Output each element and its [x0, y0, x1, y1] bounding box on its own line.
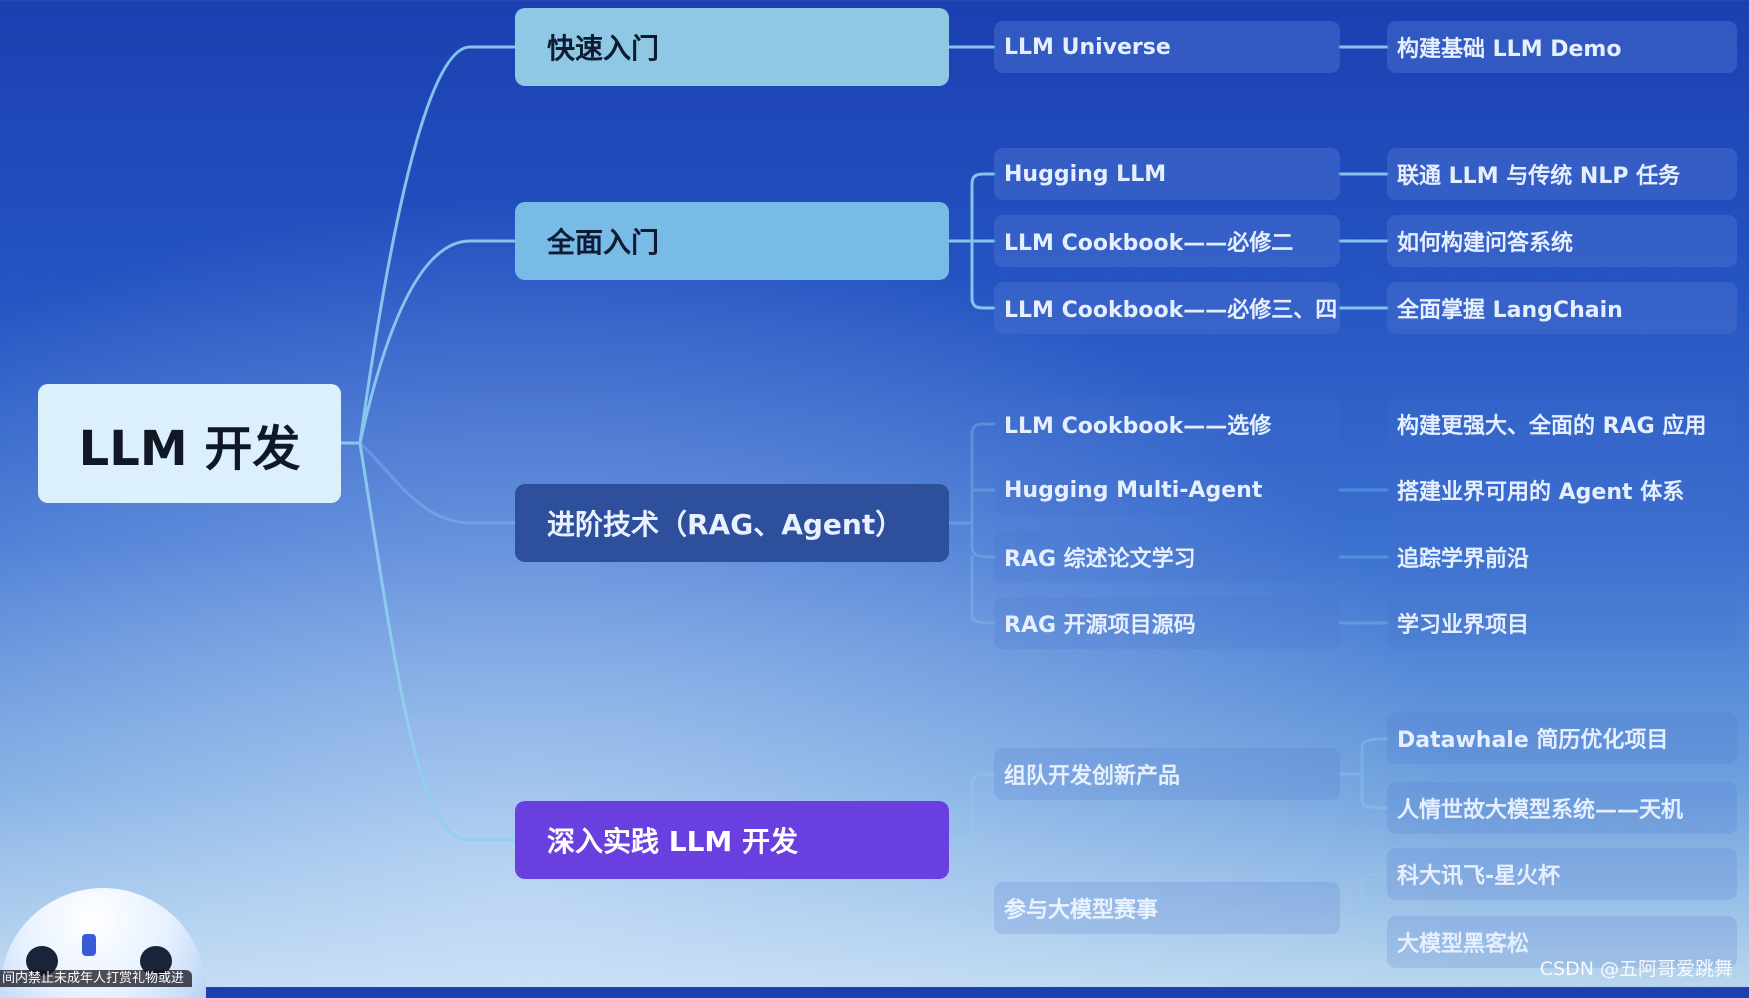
- branch-label: 进阶技术（RAG、Agent）: [547, 508, 904, 541]
- leaf-label: RAG 开源项目源码: [1004, 613, 1196, 638]
- outcome-label: 搭建业界可用的 Agent 体系: [1397, 480, 1685, 505]
- branch-label: 深入实践 LLM 开发: [547, 825, 799, 858]
- link-deep-out-2b: [1360, 906, 1389, 944]
- outcome-agent-system: 搭建业界可用的 Agent 体系: [1387, 464, 1737, 516]
- leaf-cookbook-elective: LLM Cookbook——选修: [994, 398, 1340, 450]
- outcome-nlp-tasks: 联通 LLM 与传统 NLP 任务: [1387, 148, 1737, 200]
- leaf-label: RAG 综述论文学习: [1004, 547, 1196, 572]
- outcome-hackathon: 大模型黑客松: [1387, 916, 1737, 968]
- outcome-label: 学习业界项目: [1397, 613, 1530, 638]
- leaf-cookbook-required-3-4: LLM Cookbook——必修三、四: [994, 282, 1340, 334]
- outcome-tianji-system: 人情世故大模型系统——天机: [1387, 782, 1737, 834]
- branch-deep-practice: 深入实践 LLM 开发: [515, 801, 949, 879]
- outcome-academic-frontier: 追踪学界前沿: [1387, 531, 1737, 583]
- outcome-label: 人情世故大模型系统——天机: [1397, 798, 1684, 823]
- link-deep-out-1a: [1338, 737, 1389, 776]
- outcome-label: Datawhale 简历优化项目: [1397, 728, 1669, 753]
- branch-quick-start: 快速入门: [515, 8, 949, 86]
- mascot-mark-icon: [82, 934, 96, 956]
- leaf-label: LLM Cookbook——必修二: [1004, 231, 1294, 256]
- stream-notice-banner: 间内禁止未成年人打赏礼物或进: [0, 970, 193, 987]
- leaf-hugging-llm: Hugging LLM: [994, 148, 1340, 200]
- outcome-label: 科大讯飞-星火杯: [1397, 864, 1561, 889]
- outcome-industry-projects: 学习业界项目: [1387, 597, 1737, 649]
- outcome-label: 追踪学界前沿: [1397, 547, 1530, 572]
- link-root-deep: [339, 441, 517, 842]
- link-root-full: [339, 239, 517, 445]
- leaf-label: LLM Cookbook——必修三、四: [1004, 298, 1338, 323]
- outcome-qa-system: 如何构建问答系统: [1387, 215, 1737, 267]
- link-deep-mid-1: [947, 772, 996, 842]
- leaf-rag-survey: RAG 综述论文学习: [994, 531, 1340, 583]
- leaf-label: Hugging LLM: [1004, 161, 1167, 187]
- link-adv-mid-3: [970, 521, 996, 559]
- branch-full-start: 全面入门: [515, 202, 949, 280]
- outcome-label: 联通 LLM 与传统 NLP 任务: [1397, 164, 1681, 189]
- root-node: LLM 开发: [38, 384, 341, 503]
- link-full-mid-3: [970, 239, 996, 310]
- leaf-label: LLM Cookbook——选修: [1004, 414, 1272, 439]
- outcome-label: 如何构建问答系统: [1397, 231, 1574, 256]
- outcome-langchain: 全面掌握 LangChain: [1387, 282, 1737, 334]
- link-root-quick: [339, 45, 517, 445]
- outcome-xinghuo-cup: 科大讯飞-星火杯: [1387, 848, 1737, 900]
- leaf-label: 组队开发创新产品: [1004, 764, 1181, 789]
- link-deep-out-1b: [1360, 772, 1389, 810]
- link-adv-mid-4: [970, 555, 996, 625]
- leaf-hugging-multi-agent: Hugging Multi-Agent: [994, 464, 1340, 516]
- root-label: LLM 开发: [78, 420, 301, 477]
- outcome-label: 大模型黑客松: [1397, 932, 1530, 957]
- csdn-watermark: CSDN @五阿哥爱跳舞: [1539, 958, 1733, 980]
- outcome-label: 全面掌握 LangChain: [1397, 298, 1623, 323]
- leaf-label: LLM Universe: [1004, 34, 1171, 60]
- leaf-rag-source-code: RAG 开源项目源码: [994, 597, 1340, 649]
- branch-label: 快速入门: [547, 32, 660, 65]
- leaf-competitions: 参与大模型赛事: [994, 882, 1340, 934]
- link-deep-mid-2: [970, 838, 996, 910]
- leaf-cookbook-required-2: LLM Cookbook——必修二: [994, 215, 1340, 267]
- link-full-mid-1: [947, 172, 996, 243]
- link-adv-mid-1: [947, 422, 996, 525]
- leaf-team-product: 组队开发创新产品: [994, 748, 1340, 800]
- link-root-advanced: [339, 441, 517, 525]
- leaf-llm-universe: LLM Universe: [994, 21, 1340, 73]
- outcome-basic-demo: 构建基础 LLM Demo: [1387, 21, 1737, 73]
- outcome-label: 构建更强大、全面的 RAG 应用: [1397, 414, 1707, 439]
- branch-advanced: 进阶技术（RAG、Agent）: [515, 484, 949, 562]
- outcome-resume-project: Datawhale 简历优化项目: [1387, 712, 1737, 764]
- outcome-rag-app: 构建更强大、全面的 RAG 应用: [1387, 398, 1737, 450]
- outcome-label: 构建基础 LLM Demo: [1397, 37, 1622, 62]
- leaf-label: Hugging Multi-Agent: [1004, 477, 1263, 503]
- leaf-label: 参与大模型赛事: [1004, 898, 1159, 923]
- branch-label: 全面入门: [547, 226, 660, 259]
- link-deep-out-2a: [1338, 872, 1389, 910]
